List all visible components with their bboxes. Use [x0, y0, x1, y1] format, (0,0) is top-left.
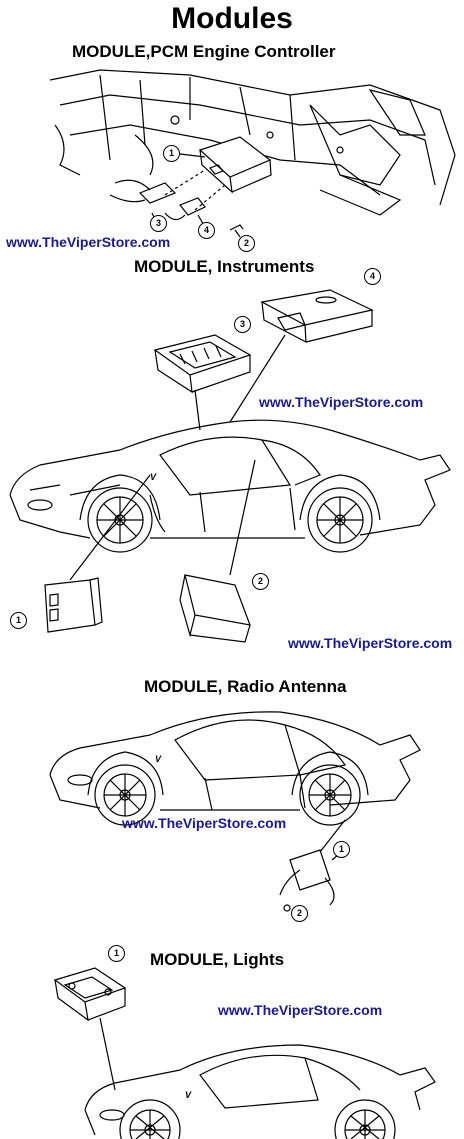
- page-title: Modules: [171, 2, 293, 35]
- pcm-callout-4: 4: [198, 222, 215, 239]
- lights-heading: MODULE, Lights: [150, 950, 285, 969]
- radio-antenna-car-illustration: V: [0, 700, 464, 930]
- radio-antenna-callout-1: 1: [333, 841, 350, 858]
- lights-website-text: www.TheViperStore.com: [218, 1002, 383, 1018]
- pcm-callout-1: 1: [163, 145, 180, 162]
- pcm-engine-bay-illustration: [40, 65, 460, 250]
- instruments-car-illustration: V: [0, 280, 464, 640]
- instruments-website-text-bottom: www.TheViperStore.com: [288, 635, 453, 651]
- instruments-callout-3: 3: [234, 316, 251, 333]
- pcm-website-text: www.TheViperStore.com: [6, 234, 171, 250]
- instruments-callout-1: 1: [10, 612, 27, 629]
- instruments-heading: MODULE, Instruments: [134, 257, 315, 276]
- radio-antenna-callout-2: 2: [291, 905, 308, 922]
- pcm-callout-2: 2: [238, 235, 255, 252]
- radio-antenna-heading: MODULE, Radio Antenna: [144, 677, 347, 696]
- svg-text:V: V: [155, 754, 162, 764]
- pcm-callout-3: 3: [150, 215, 167, 232]
- svg-text:V: V: [185, 1090, 192, 1100]
- lights-callout-1: 1: [108, 945, 125, 962]
- lights-car-illustration: V: [0, 940, 464, 1139]
- instruments-callout-2: 2: [252, 573, 269, 590]
- pcm-heading: MODULE,PCM Engine Controller: [72, 42, 336, 61]
- instruments-website-text-top: www.TheViperStore.com: [259, 394, 424, 410]
- radio-antenna-website-text: www.TheViperStore.com: [122, 815, 287, 831]
- svg-text:V: V: [150, 472, 157, 482]
- instruments-callout-4: 4: [364, 268, 381, 285]
